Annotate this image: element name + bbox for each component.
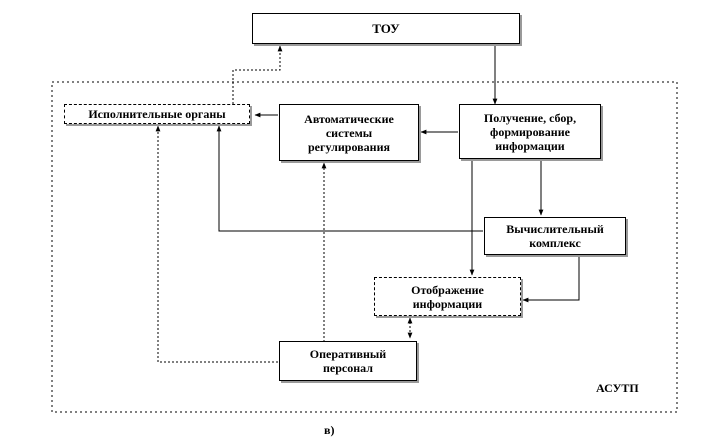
edge-actuators-to-tou bbox=[232, 45, 283, 104]
node-display: Отображение информации bbox=[374, 277, 521, 316]
node-auto-regulation: Автоматические системы регулирования bbox=[279, 104, 419, 161]
edge-operators-to-actuators bbox=[155, 125, 278, 363]
node-acquisition: Получение, сбор, формирование информации bbox=[459, 104, 601, 159]
node-actuators-label: Исполнительные органы bbox=[88, 107, 226, 121]
node-operators-label: Оперативный персонал bbox=[309, 347, 387, 375]
node-actuators: Исполнительные органы bbox=[64, 104, 250, 124]
node-tou-label: ТОУ bbox=[372, 20, 400, 36]
node-operators: Оперативный персонал bbox=[279, 341, 417, 381]
figure-label: в) bbox=[324, 423, 335, 437]
node-auto-regulation-label: Автоматические системы регулирования bbox=[304, 111, 394, 154]
edge-computing-to-display bbox=[522, 256, 580, 303]
node-computing-label: Вычислительный комплекс bbox=[506, 222, 604, 250]
system-label: АСУТП bbox=[596, 381, 639, 395]
node-computing: Вычислительный комплекс bbox=[484, 217, 626, 255]
node-display-label: Отображение информации bbox=[411, 282, 484, 311]
edge-computing-to-actuators bbox=[216, 125, 483, 232]
asutp-boundary bbox=[51, 81, 678, 413]
node-acquisition-label: Получение, сбор, формирование информации bbox=[483, 110, 577, 153]
node-tou: ТОУ bbox=[252, 13, 520, 44]
